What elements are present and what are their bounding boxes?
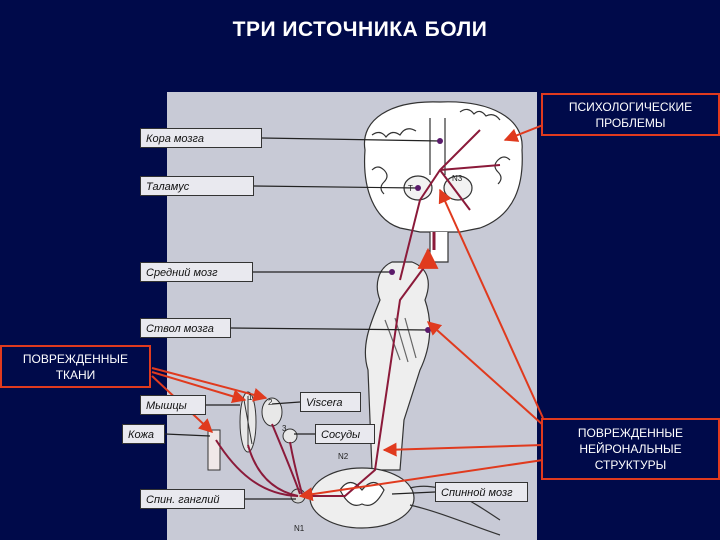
box-damaged-neural-structures: ПОВРЕЖДЕННЫЕ НЕЙРОНАЛЬНЫЕ СТРУКТУРЫ xyxy=(541,418,720,480)
peripheral-structures xyxy=(207,391,306,504)
label-muscles: Мышцы xyxy=(140,395,206,415)
n3-marker: N3 xyxy=(452,174,463,183)
t-marker: T xyxy=(408,184,413,193)
marker-two: 2 xyxy=(268,398,273,407)
neural-structure-arrows xyxy=(298,188,544,502)
label-brainstem: Ствол мозга xyxy=(140,318,231,338)
box-damaged-neural-text: ПОВРЕЖДЕННЫЕ НЕЙРОНАЛЬНЫЕ СТРУКТУРЫ xyxy=(577,426,684,472)
label-spinal-cord: Спинной мозг xyxy=(435,482,528,502)
box-psychological-text: ПСИХОЛОГИЧЕСКИЕ ПРОБЛЕМЫ xyxy=(568,99,693,130)
box-damaged-tissues-text: ПОВРЕЖДЕННЫЕ ТКАНИ xyxy=(22,351,129,382)
neural-pathways xyxy=(215,129,501,497)
label-spinal-ganglion: Спин. ганглий xyxy=(140,489,245,509)
leader-lines xyxy=(164,137,441,500)
brainstem-spinal-cord xyxy=(364,261,431,471)
psych-arrow xyxy=(503,124,544,142)
marker-one: 1 xyxy=(248,393,253,402)
marker-three: 3 xyxy=(282,424,287,433)
box-damaged-tissues: ПОВРЕЖДЕННЫЕ ТКАНИ xyxy=(0,345,151,388)
label-cortex: Кора мозга xyxy=(140,128,262,148)
label-skin: Кожа xyxy=(122,424,165,444)
label-thalamus: Таламус xyxy=(140,176,254,196)
n2-marker: N2 xyxy=(338,452,349,461)
brain-section xyxy=(363,101,523,263)
label-midbrain: Средний мозг xyxy=(140,262,253,282)
n1-marker: N1 xyxy=(294,524,305,533)
slide-title: ТРИ ИСТОЧНИКА БОЛИ xyxy=(232,18,488,41)
label-viscera: Viscera xyxy=(300,392,361,412)
box-psychological-problems: ПСИХОЛОГИЧЕСКИЕ ПРОБЛЕМЫ xyxy=(541,93,720,136)
label-vessels: Сосуды xyxy=(315,424,375,444)
